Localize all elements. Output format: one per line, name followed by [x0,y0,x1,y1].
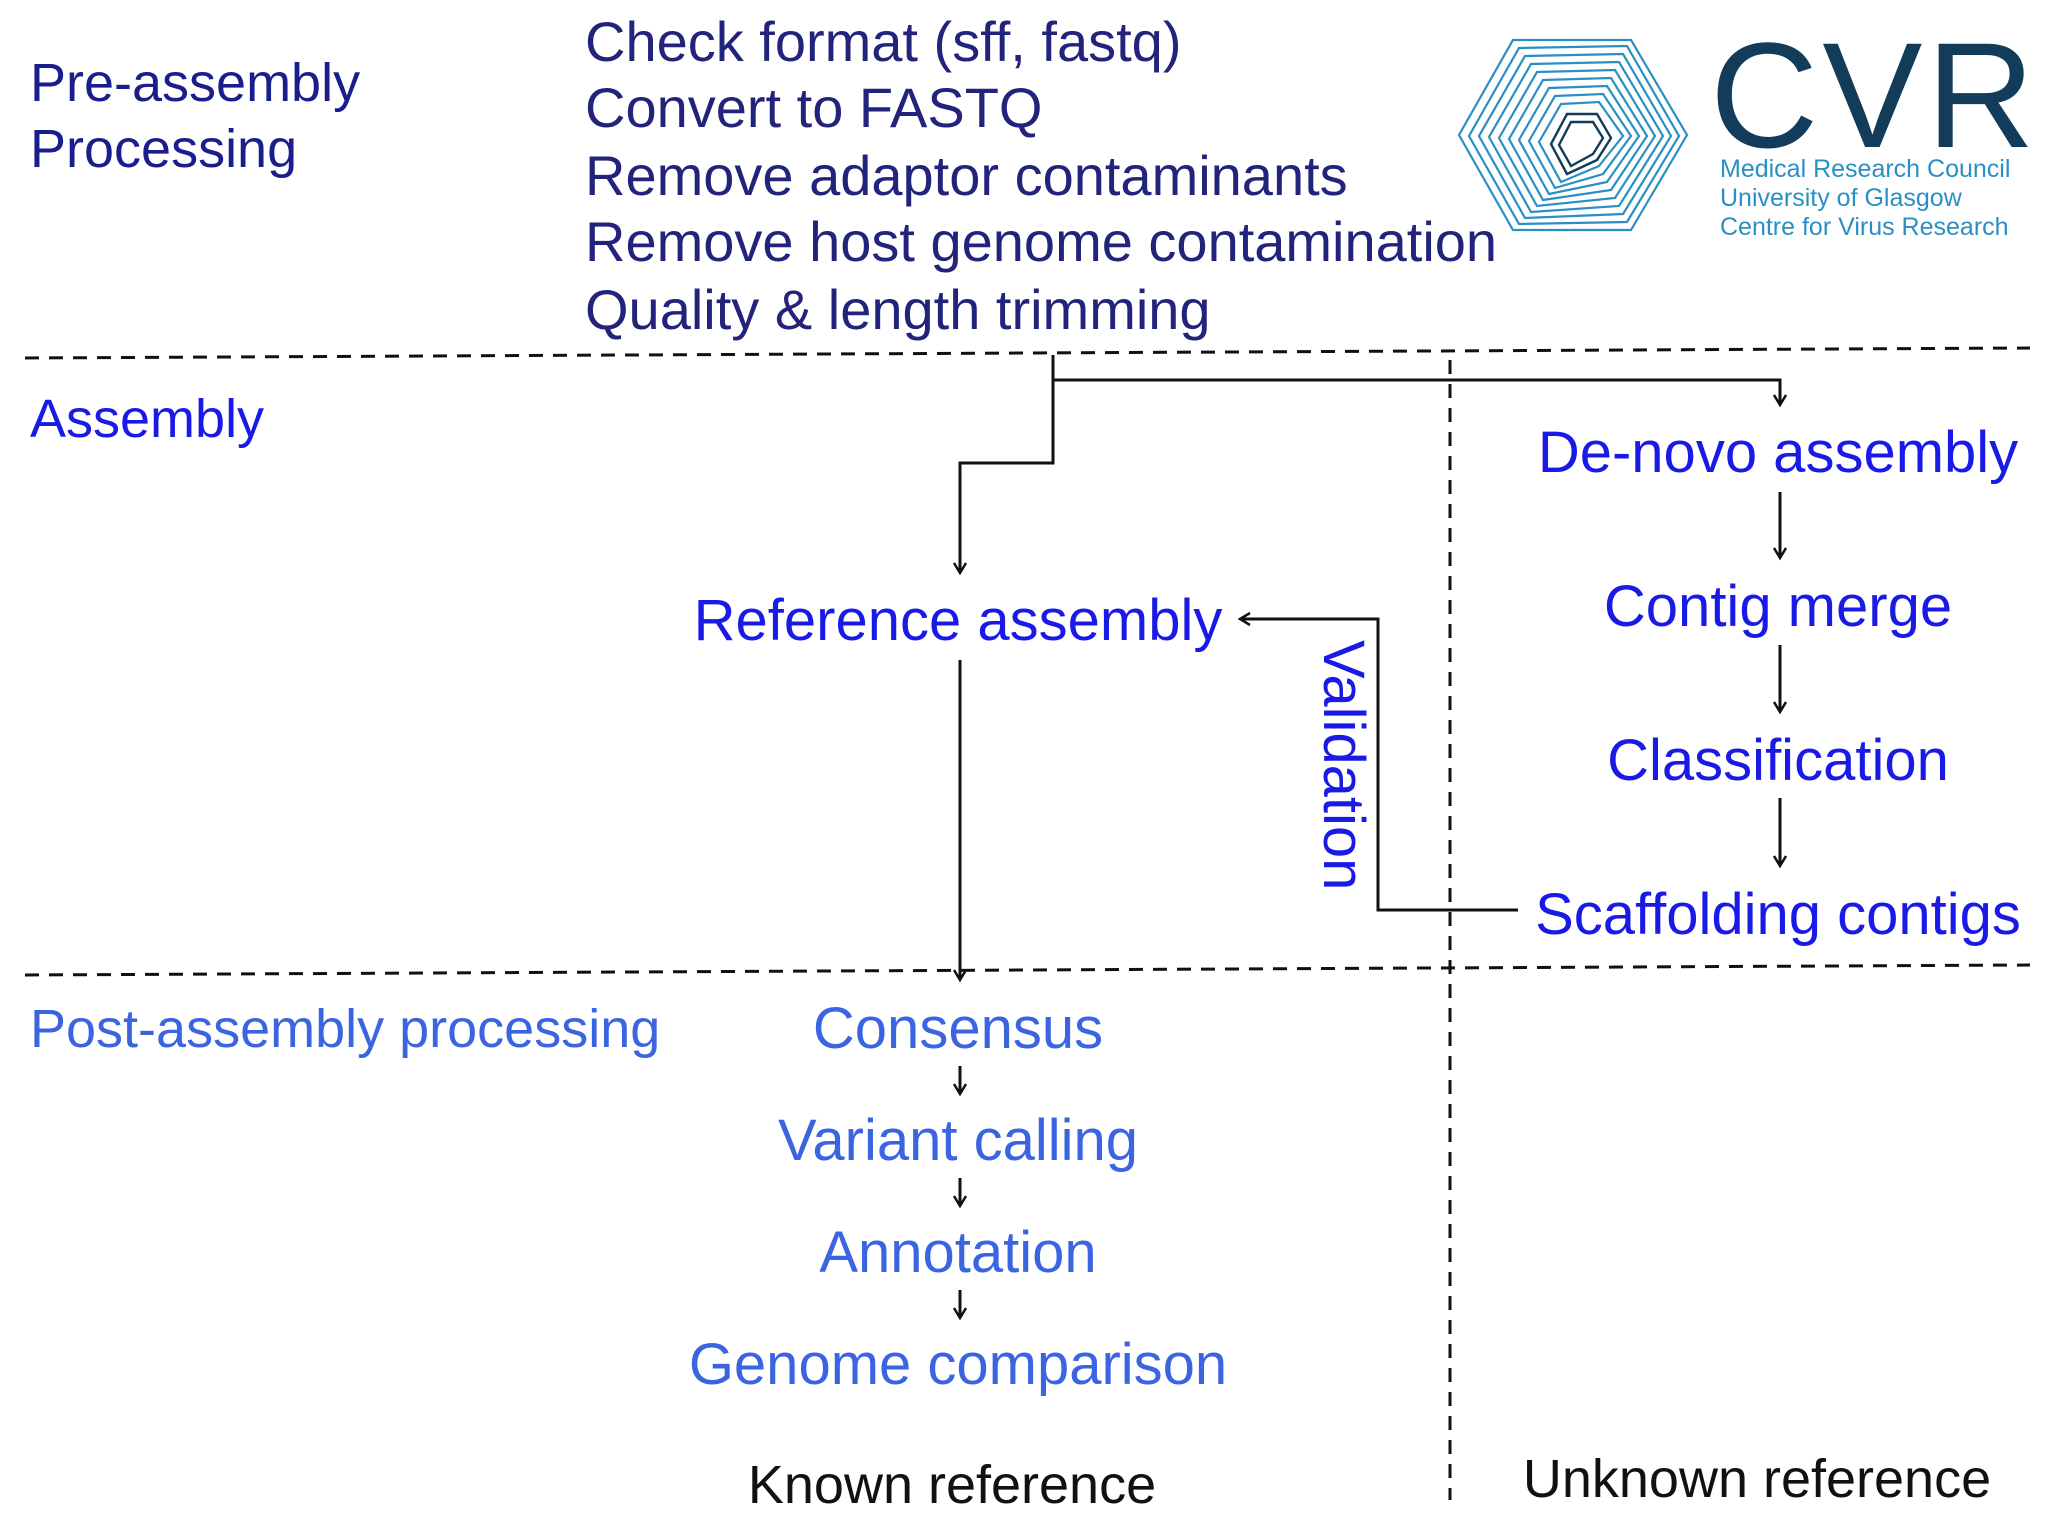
pre-step-convert-fastq: Convert to FASTQ [585,76,1043,139]
pre-step-remove-adaptor: Remove adaptor contaminants [585,144,1348,207]
node-consensus: Consensus [812,996,1104,1061]
arrow-to-reference-assembly [952,355,1055,576]
node-scaffolding-contigs: Scaffolding contigs [1535,882,2021,947]
logo-line-glasgow: University of Glasgow [1720,184,1962,212]
section-label-pre-assembly-line1: Pre-assembly [30,53,361,113]
logo-line-cvr: Centre for Virus Research [1720,213,2009,241]
node-contig-merge: Contig merge [1603,574,1953,639]
divider-post-assembly [24,963,2031,977]
node-classification: Classification [1607,728,1949,793]
section-label-assembly: Assembly [30,389,265,449]
section-label-pre-assembly-line2: Processing [30,119,298,179]
node-reference-assembly: Reference assembly [693,588,1223,653]
node-denovo-assembly: De-novo assembly [1537,420,2019,485]
cvr-logo-wordmark: CVR [1710,11,2039,179]
section-label-post-assembly: Post-assembly processing [30,999,661,1059]
label-unknown-reference: Unknown reference [1522,1449,1992,1509]
arrow-to-denovo-assembly [1053,378,1788,408]
divider-pre-assembly [24,346,2031,360]
pre-step-remove-host: Remove host genome contamination [585,210,1498,273]
label-known-reference: Known reference [747,1455,1157,1515]
pre-step-check-format: Check format (sff, fastq) [585,10,1182,73]
logo-line-mrc: Medical Research Council [1720,155,2011,183]
node-genome-comparison: Genome comparison [688,1332,1228,1397]
label-validation: Validation [1311,640,1376,891]
node-annotation: Annotation [819,1220,1097,1285]
arrow-validation-feedback [1237,611,1518,912]
cvr-hexagon-logo-icon [1457,38,1689,232]
pre-step-quality-trimming: Quality & length trimming [585,278,1211,341]
node-variant-calling: Variant calling [777,1108,1139,1173]
